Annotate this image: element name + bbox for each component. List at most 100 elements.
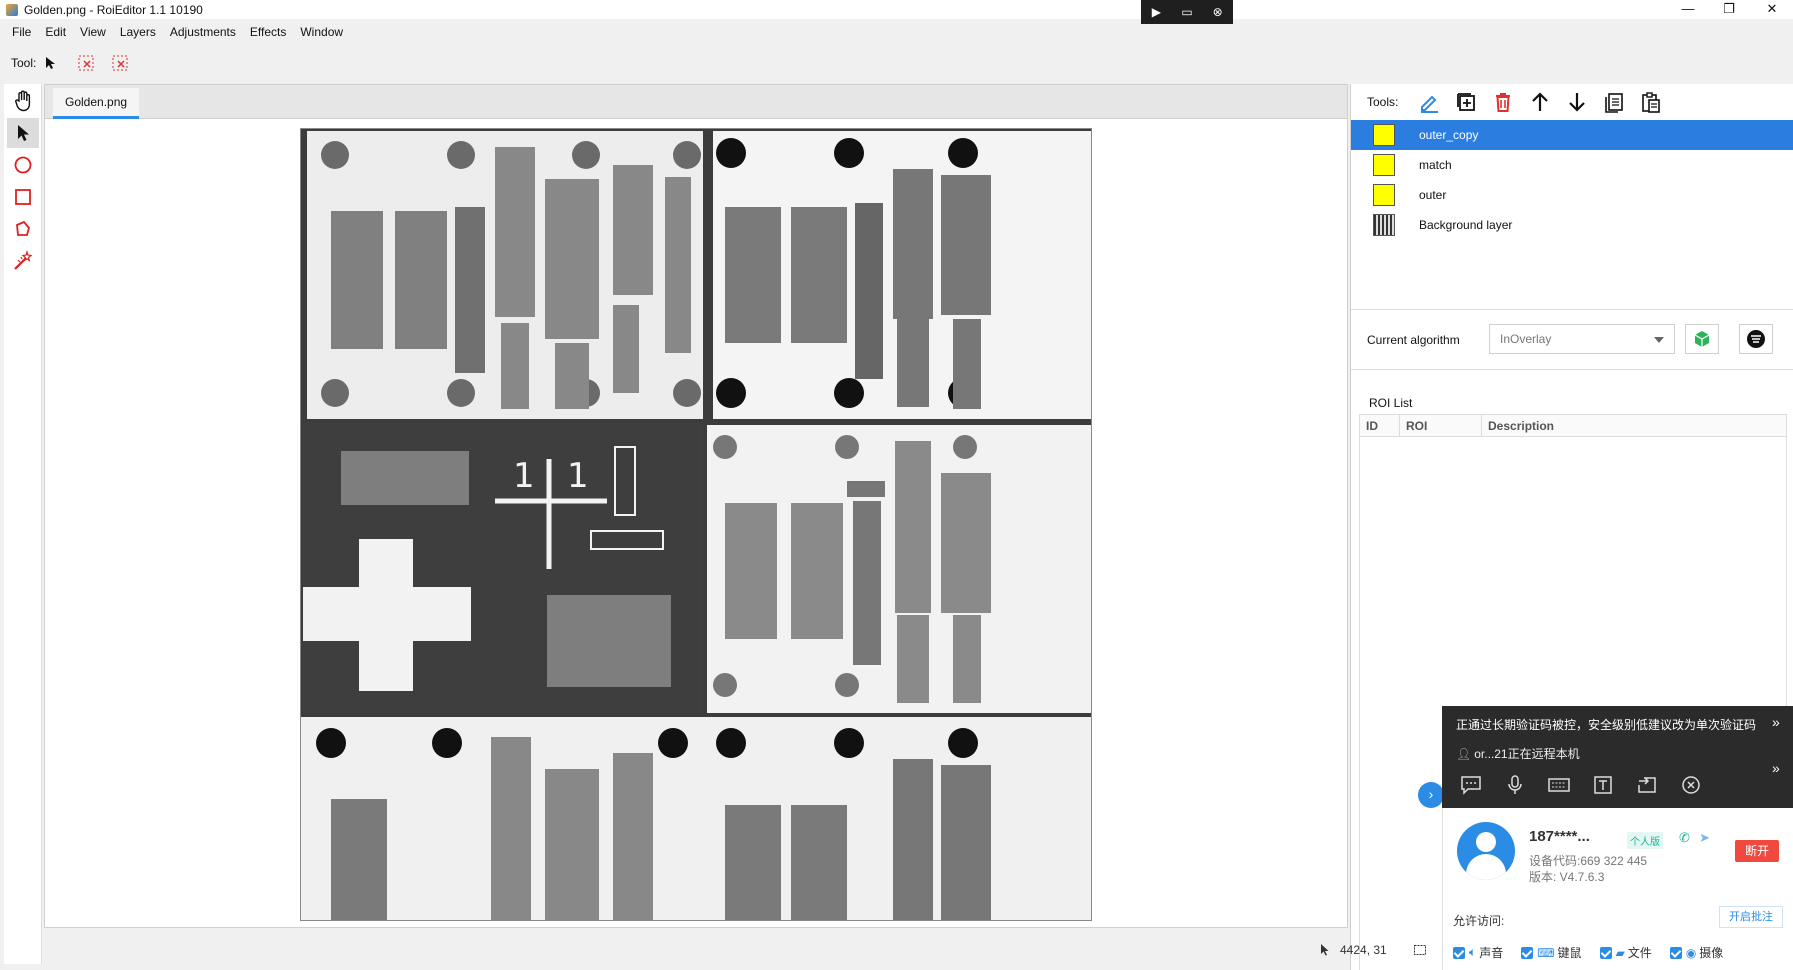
- circle-tool-button[interactable]: [7, 150, 39, 180]
- microphone-icon[interactable]: [1500, 772, 1530, 798]
- layer-name: match: [1419, 158, 1452, 172]
- text-box-icon[interactable]: [1588, 772, 1618, 798]
- move-layer-up-button[interactable]: [1527, 89, 1553, 115]
- magic-wand-icon: [14, 250, 33, 270]
- remote-info-card: 187****... 个人版 ✆ ➤ 设备代码:669 322 445 版本: …: [1442, 808, 1793, 970]
- hand-tool-button[interactable]: [7, 86, 39, 116]
- algorithm-settings-button[interactable]: [1739, 324, 1773, 354]
- document-tab-strip: Golden.png: [45, 85, 1347, 119]
- permission-list: 🔈︎声音 ⌨键鼠 ▰文件 ◉摄像: [1453, 944, 1741, 961]
- close-button[interactable]: ✕: [1766, 1, 1778, 16]
- cursor-icon[interactable]: ➤: [1699, 830, 1710, 845]
- device-code: 设备代码:669 322 445: [1529, 854, 1648, 868]
- screen-switch-icon[interactable]: [1632, 772, 1662, 798]
- maximize-button[interactable]: ❐: [1723, 1, 1735, 16]
- menu-effects[interactable]: Effects: [249, 25, 287, 39]
- remote-user-text: or...21正在远程本机: [1474, 747, 1580, 761]
- algorithm-label: Current algorithm: [1367, 332, 1460, 347]
- roi-column-roi[interactable]: ROI: [1400, 415, 1482, 436]
- menu-view[interactable]: View: [80, 25, 106, 39]
- current-tool-pointer-icon[interactable]: [39, 52, 61, 74]
- pointer-icon: [18, 125, 29, 141]
- layer-tools-bar: Tools:: [1351, 84, 1793, 120]
- run-algorithm-button[interactable]: [1685, 324, 1719, 354]
- checkbox-checked-icon: [1669, 946, 1682, 959]
- layer-name: outer_copy: [1419, 128, 1479, 142]
- permission-keyboard-mouse[interactable]: ⌨键鼠: [1521, 944, 1582, 961]
- menu-window[interactable]: Window: [300, 25, 344, 39]
- remote-control-panel: 正通过长期验证码被控，安全级别低建议改为单次验证码 » 👤︎or...21正在远…: [1442, 706, 1793, 970]
- menu-layers[interactable]: Layers: [119, 25, 156, 39]
- rectangle-tool-button[interactable]: [7, 182, 39, 212]
- roi-list-table[interactable]: ID ROI Description: [1359, 414, 1787, 970]
- permission-camera[interactable]: ◉摄像: [1669, 944, 1724, 961]
- layer-item-outer[interactable]: outer: [1351, 180, 1793, 210]
- end-session-icon[interactable]: [1676, 772, 1706, 798]
- app-icon: [6, 3, 18, 16]
- minimize-button[interactable]: —: [1681, 1, 1695, 16]
- layer-list: outer_copy match outer Background layer: [1351, 120, 1793, 310]
- remote-action-icons: [1456, 772, 1720, 798]
- remote-session-status: 👤︎or...21正在远程本机: [1456, 745, 1580, 762]
- cursor-coordinates: 4424, 31: [1340, 943, 1387, 957]
- roi-column-id[interactable]: ID: [1360, 415, 1400, 436]
- top-toolbar: Tool:: [0, 50, 1793, 76]
- double-chevron-right-icon[interactable]: »: [1772, 760, 1780, 776]
- image-canvas[interactable]: 1 1: [300, 128, 1092, 921]
- remote-close-icon[interactable]: ⊗: [1212, 5, 1223, 19]
- menu-file[interactable]: File: [12, 25, 32, 39]
- algorithm-select[interactable]: InOverlay: [1489, 324, 1675, 354]
- remote-send-icon[interactable]: ▶: [1151, 5, 1161, 19]
- checkbox-checked-icon: [1521, 946, 1534, 959]
- title-bar: Golden.png - RoiEditor 1.1 10190 — ❐ ✕: [0, 0, 1793, 19]
- remote-mini-toolbar: ▶ ▭ ⊗: [1141, 0, 1233, 24]
- clear-selection-button[interactable]: [75, 52, 97, 74]
- edition-badge: 个人版: [1627, 832, 1663, 849]
- delete-layer-button[interactable]: [1490, 89, 1516, 115]
- paste-layer-button[interactable]: [1638, 89, 1664, 115]
- layer-name: outer: [1419, 188, 1447, 202]
- magic-wand-tool-button[interactable]: [7, 246, 39, 276]
- copy-layer-button[interactable]: [1601, 89, 1627, 115]
- cursor-position-icon: [1321, 944, 1329, 956]
- layer-item-match[interactable]: match: [1351, 150, 1793, 180]
- roi-column-description[interactable]: Description: [1488, 419, 1555, 433]
- delete-selection-button[interactable]: [109, 52, 131, 74]
- keyboard-icon[interactable]: [1544, 772, 1574, 798]
- hand-icon: [15, 90, 31, 112]
- arrow-up-icon: [1532, 92, 1549, 111]
- select-tool-button[interactable]: [7, 118, 39, 148]
- layer-color-swatch: [1373, 124, 1395, 146]
- paste-icon: [1642, 92, 1661, 113]
- svg-text:1: 1: [567, 456, 589, 496]
- remote-screen-icon[interactable]: ▭: [1181, 5, 1193, 19]
- menu-edit[interactable]: Edit: [45, 25, 67, 39]
- layer-color-swatch: [1373, 184, 1395, 206]
- edit-layer-button[interactable]: [1416, 89, 1442, 115]
- double-chevron-right-icon[interactable]: »: [1772, 714, 1780, 730]
- arrow-down-icon: [1569, 93, 1586, 112]
- document-tab[interactable]: Golden.png: [53, 88, 140, 119]
- permission-label: 键鼠: [1557, 946, 1582, 960]
- permission-sound[interactable]: 🔈︎声音: [1453, 944, 1503, 961]
- selection-size-icon: [1413, 945, 1426, 955]
- add-layer-button[interactable]: [1453, 89, 1479, 115]
- algorithm-row: Current algorithm InOverlay: [1351, 310, 1793, 370]
- enable-annotation-button[interactable]: 开启批注: [1719, 906, 1783, 928]
- polygon-tool-button[interactable]: [7, 214, 39, 244]
- phone-icon[interactable]: ✆: [1679, 830, 1690, 845]
- remote-expand-button[interactable]: ›: [1418, 782, 1444, 808]
- algorithm-value: InOverlay: [1500, 332, 1552, 346]
- disconnect-button[interactable]: 断开: [1735, 840, 1779, 862]
- menu-adjustments[interactable]: Adjustments: [169, 25, 236, 39]
- chat-icon[interactable]: [1456, 772, 1486, 798]
- move-layer-down-button[interactable]: [1564, 89, 1590, 115]
- copy-icon: [1605, 93, 1624, 113]
- permission-files[interactable]: ▰文件: [1599, 944, 1652, 961]
- layer-item-outer-copy[interactable]: outer_copy: [1351, 120, 1793, 150]
- layer-item-background[interactable]: Background layer: [1351, 210, 1793, 240]
- chevron-down-icon: [1654, 337, 1664, 343]
- permission-label: 摄像: [1699, 946, 1724, 960]
- permission-label: 声音: [1479, 946, 1504, 960]
- document-area: Golden.png: [44, 84, 1348, 928]
